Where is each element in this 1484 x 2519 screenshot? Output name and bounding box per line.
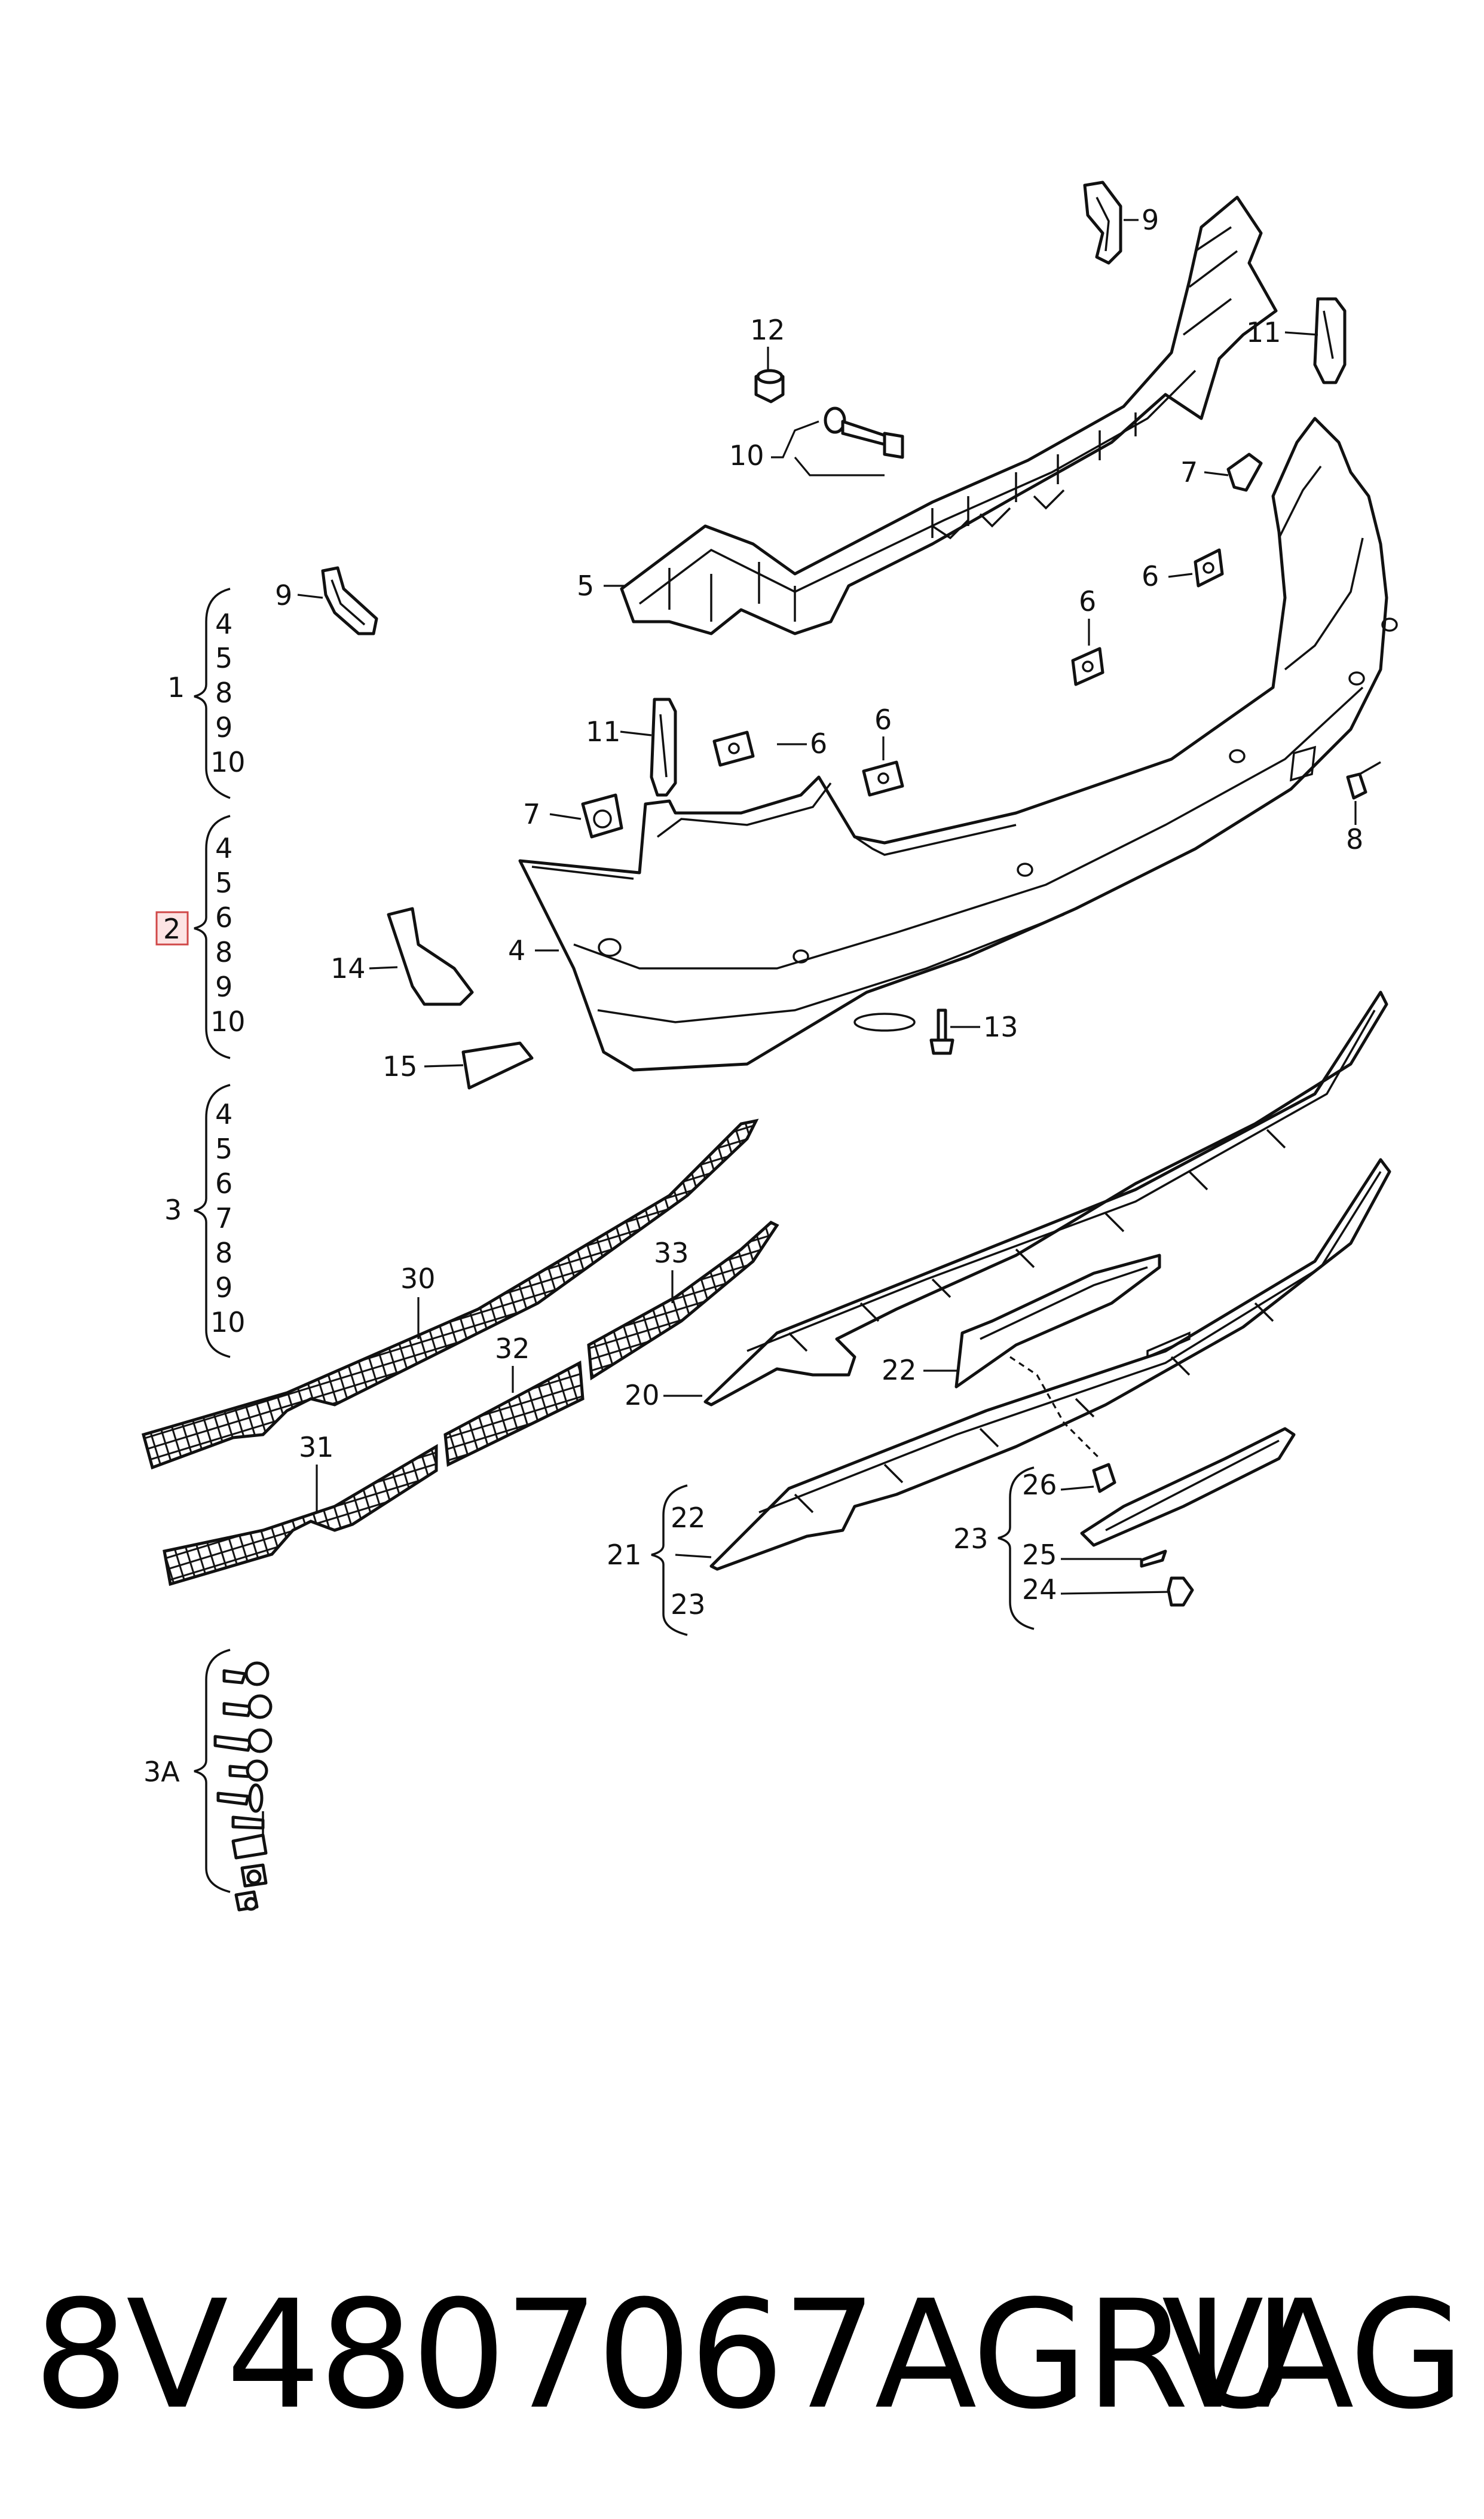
part-number: 8V4807067AGRU (33, 2268, 1296, 2442)
group-bracket-2 (194, 815, 231, 1059)
bolt-13-part (929, 1008, 954, 1055)
group-bracket-3a (194, 1649, 231, 1893)
grille-33-part (587, 1221, 779, 1381)
group-bracket-21 (651, 1484, 688, 1636)
callout-5: 5 (577, 570, 594, 602)
callout-7-left: 7 (523, 798, 540, 830)
group-21-item: 23 (671, 1588, 706, 1621)
hardware-set-3a-part (213, 1661, 273, 1912)
group-1-item: 5 (215, 642, 232, 674)
bracket-9-left-part (321, 566, 378, 635)
group-label-3: 3 (164, 1194, 182, 1226)
group-3-item: 8 (215, 1237, 232, 1269)
group-21-item: 22 (671, 1502, 706, 1534)
callout-22: 22 (882, 1354, 917, 1386)
cap-8-part (1346, 761, 1381, 800)
callout-8: 8 (1346, 823, 1363, 855)
callout-31: 31 (299, 1431, 334, 1463)
clip-6-left-part (712, 730, 755, 767)
callout-9-top: 9 (1142, 204, 1159, 236)
callout-10: 10 (729, 439, 764, 472)
callout-9-left: 9 (275, 579, 292, 612)
callout-15: 15 (383, 1050, 418, 1083)
group-3-item: 10 (210, 1306, 246, 1338)
grille-31-part (163, 1444, 438, 1586)
callout-11-right: 11 (1246, 316, 1281, 348)
leader-lines (297, 219, 1357, 1595)
clip-6-right-part (1194, 548, 1224, 588)
clip-25-part (1140, 1549, 1167, 1568)
clip-26-part (1092, 1463, 1116, 1493)
trim-20-part (703, 991, 1388, 1407)
guide-11-right-part (1313, 297, 1347, 384)
callout-20: 20 (625, 1379, 660, 1411)
group-label-23: 23 (953, 1523, 989, 1555)
group-1-item: 4 (215, 608, 232, 640)
callout-4: 4 (508, 934, 525, 967)
bumper-cover-part (518, 417, 1398, 1072)
group-label-2: 2 (163, 913, 180, 945)
group-23-item: 24 (1022, 1573, 1057, 1606)
group-1-item: 9 (215, 711, 232, 744)
rivet-24-part (1167, 1576, 1194, 1607)
callout-6-right: 6 (1142, 560, 1159, 592)
group-1-item: 10 (210, 746, 246, 778)
group-bracket-23 (998, 1466, 1035, 1630)
callout-12: 12 (750, 314, 785, 346)
group-2-item: 4 (215, 832, 232, 864)
bumper-carrier-part (620, 195, 1278, 635)
group-label-21: 21 (607, 1539, 642, 1571)
trim-22-part (954, 1254, 1161, 1389)
reflector-15-part (461, 1041, 534, 1090)
callout-32: 32 (495, 1332, 530, 1365)
group-3-item: 9 (215, 1271, 232, 1304)
grille-30-part (141, 1118, 759, 1470)
screw-10-part (824, 406, 904, 459)
group-label-3a: 3A (143, 1756, 180, 1788)
callout-6-left: 6 (810, 727, 827, 760)
nut-12-part (754, 369, 785, 403)
grille-32-part (443, 1361, 585, 1467)
clip-7-right-part (1226, 453, 1263, 492)
group-23-item: 26 (1022, 1469, 1057, 1501)
callout-11-left: 11 (586, 716, 621, 748)
group-2-item: 5 (215, 867, 232, 899)
brand-name: VAG (1161, 2268, 1465, 2442)
group-bracket-3 (194, 1084, 231, 1358)
group-3-item: 4 (215, 1098, 232, 1130)
group-2-highlight-box (155, 911, 189, 946)
callout-6-mid: 6 (1079, 585, 1096, 617)
group-2-item: 10 (210, 1005, 246, 1038)
bracket-9-top-part (1083, 181, 1122, 265)
group-bracket-1 (194, 588, 231, 799)
clip-7-left-part (581, 793, 623, 839)
group-3-item: 7 (215, 1202, 232, 1234)
trim-21-part (709, 1158, 1391, 1571)
callout-7-right: 7 (1180, 456, 1198, 488)
callout-30: 30 (400, 1262, 436, 1295)
trim-23-part (1080, 1427, 1296, 1547)
group-label-1: 1 (167, 671, 185, 704)
group-3-item: 6 (215, 1167, 232, 1200)
group-2-item: 8 (215, 936, 232, 968)
guide-11-left-part (650, 698, 677, 797)
panel-14-part (387, 907, 474, 1006)
group-1-item: 8 (215, 677, 232, 709)
callout-6-center: 6 (874, 704, 892, 736)
footer: 8V4807067AGRU VAG (0, 2266, 1484, 2445)
group-23-item: 25 (1022, 1539, 1057, 1571)
group-2-item: 6 (215, 901, 232, 934)
callout-13: 13 (983, 1011, 1018, 1043)
clip-6-center-part (862, 760, 904, 797)
callout-14: 14 (331, 952, 366, 985)
group-2-item: 9 (215, 971, 232, 1003)
callout-33: 33 (654, 1237, 689, 1269)
group-3-item: 5 (215, 1133, 232, 1165)
clip-6-mid-part (1071, 647, 1104, 686)
